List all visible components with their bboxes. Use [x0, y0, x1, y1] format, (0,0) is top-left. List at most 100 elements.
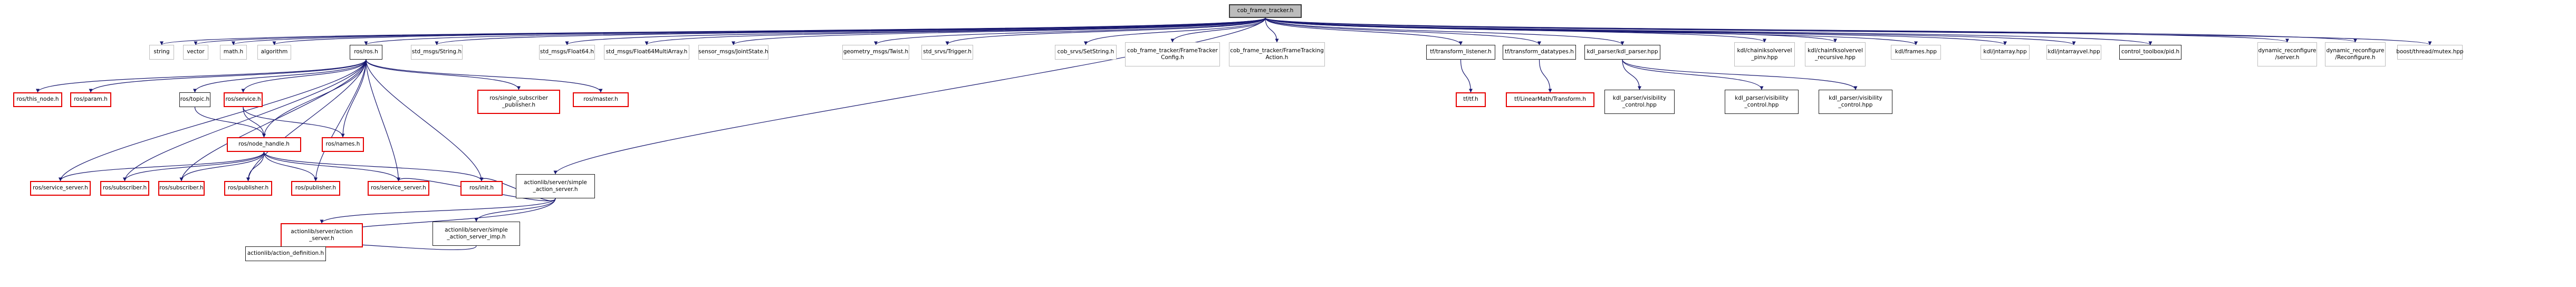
node-label: ros/subscriber.h — [102, 185, 147, 192]
node-label: dynamic_reconfigure /Reconfigure.h — [2326, 47, 2385, 61]
node-label: string — [153, 49, 170, 55]
node-label: ros/this_node.h — [16, 96, 59, 103]
node-math-h[interactable]: math.h — [220, 45, 247, 60]
include-edge — [341, 59, 367, 138]
node-ros-this-node-h[interactable]: ros/this_node.h — [13, 92, 62, 107]
node-ros-init-h[interactable]: ros/init.h — [460, 181, 503, 196]
node-string[interactable]: string — [149, 45, 174, 60]
node-ros-topic-h[interactable]: ros/topic.h — [179, 92, 210, 107]
node-boost-thread-mutex-hpp[interactable]: boost/thread/mutex.hpp — [2396, 45, 2464, 60]
node-label: ros/init.h — [469, 185, 494, 192]
node-label: ros/publisher.h — [227, 185, 269, 192]
node-ros-publisher-h[interactable]: ros/publisher.h — [291, 181, 340, 196]
node-label: geometry_msgs/Twist.h — [843, 49, 909, 55]
node-algorithm[interactable]: algorithm — [257, 45, 291, 60]
node-label: ros/topic.h — [180, 96, 210, 103]
node-label: ros/node_handle.h — [238, 141, 290, 148]
include-edge — [1622, 59, 1764, 90]
node-label: tf/transform_listener.h — [1430, 49, 1492, 55]
node-ros-names-h[interactable]: ros/names.h — [322, 137, 364, 152]
include-edge — [262, 59, 367, 138]
include-edge — [123, 59, 367, 181]
node-cob-frame-tracker-frametracker-config-h[interactable]: cob_frame_tracker/FrameTracker Config.h — [1125, 42, 1220, 66]
node-std-srvs-trigger-h[interactable]: std_srvs/Trigger.h — [921, 45, 973, 60]
node-ros-service-server-h[interactable]: ros/service_server.h — [30, 181, 91, 196]
include-edge — [366, 59, 521, 90]
node-ros-service-h[interactable]: ros/service.h — [224, 92, 263, 107]
node-label: std_srvs/Trigger.h — [923, 49, 972, 55]
node-geometry-msgs-twist-h[interactable]: geometry_msgs/Twist.h — [842, 45, 909, 60]
node-kdl-parser-visibility-control-hpp[interactable]: kdl_parser/visibility _control.hpp — [1604, 90, 1675, 114]
node-ros-publisher-h[interactable]: ros/publisher.h — [224, 181, 272, 196]
node-ros-single-subscriber-publisher-h[interactable]: ros/single_subscriber _publisher.h — [477, 90, 560, 114]
include-edge — [241, 59, 367, 93]
node-label: kdl_parser/visibility _control.hpp — [1829, 94, 1882, 108]
node-ros-master-h[interactable]: ros/master.h — [573, 92, 629, 107]
node-kdl-parser-visibility-control-hpp[interactable]: kdl_parser/visibility _control.hpp — [1725, 90, 1799, 114]
node-cob-frame-tracker-h[interactable]: cob_frame_tracker.h — [1229, 4, 1302, 18]
node-tf-transform-datatypes-h[interactable]: tf/transform_datatypes.h — [1503, 45, 1576, 60]
include-edge — [59, 151, 265, 181]
node-control-toolbox-pid-h[interactable]: control_toolbox/pid.h — [2119, 45, 2181, 60]
include-edge — [474, 198, 556, 222]
node-tf-tf-h[interactable]: tf/tf.h — [1456, 92, 1486, 107]
node-cob-srvs-setstring-h[interactable]: cob_srvs/SetString.h — [1055, 45, 1117, 60]
node-label: dynamic_reconfigure /server.h — [2258, 47, 2317, 61]
node-std-msgs-float64-h[interactable]: std_msgs/Float64.h — [539, 45, 595, 60]
include-edge — [874, 17, 1266, 45]
node-label: kdl/jntarrayvel.hpp — [2048, 49, 2100, 55]
include-edge — [123, 151, 265, 181]
include-edge — [263, 151, 400, 181]
node-label: ros/subscriber.h — [159, 185, 204, 192]
node-sensor-msgs-jointstate-h[interactable]: sensor_msgs/JointState.h — [698, 45, 768, 60]
include-edge — [243, 107, 266, 138]
node-label: actionlib/server/action _server.h — [291, 228, 353, 242]
node-kdl-jntarray-hpp[interactable]: kdl/jntarray.hpp — [1981, 45, 2030, 60]
node-label: ros/single_subscriber _publisher.h — [489, 94, 548, 108]
node-ros-service-server-h[interactable]: ros/service_server.h — [368, 181, 429, 196]
node-label: cob_frame_tracker.h — [1237, 7, 1294, 14]
node-label: ros/param.h — [74, 96, 108, 103]
node-std-msgs-string-h[interactable]: std_msgs/String.h — [411, 45, 463, 60]
node-tf-transform-listener-h[interactable]: tf/transform_listener.h — [1426, 45, 1495, 60]
node-tf-linearmath-transform-h[interactable]: tf/LinearMath/Transform.h — [1506, 92, 1594, 107]
node-ros-ros-h[interactable]: ros/ros.h — [350, 45, 382, 60]
node-kdl-jntarrayvel-hpp[interactable]: kdl/jntarrayvel.hpp — [2046, 45, 2101, 60]
node-cob-frame-tracker-frametracking-action-h[interactable]: cob_frame_tracker/FrameTracking Action.h — [1229, 42, 1325, 66]
include-edge — [366, 59, 484, 181]
node-kdl-frames-hpp[interactable]: kdl/frames.hpp — [1891, 45, 1941, 60]
node-ros-subscriber-h[interactable]: ros/subscriber.h — [100, 181, 149, 196]
node-label: control_toolbox/pid.h — [2121, 49, 2180, 55]
node-kdl-parser-visibility-control-hpp[interactable]: kdl_parser/visibility _control.hpp — [1819, 90, 1892, 114]
node-actionlib-server-action-server-h[interactable]: actionlib/server/action _server.h — [281, 223, 363, 247]
include-edge — [732, 17, 1266, 45]
node-ros-param-h[interactable]: ros/param.h — [70, 92, 111, 107]
node-ros-node-handle-h[interactable]: ros/node_handle.h — [227, 137, 301, 152]
node-label: ros/names.h — [325, 141, 360, 148]
node-dynamic-reconfigure-reconfigure-h[interactable]: dynamic_reconfigure /Reconfigure.h — [2325, 42, 2386, 66]
node-dynamic-reconfigure-server-h[interactable]: dynamic_reconfigure /server.h — [2257, 42, 2317, 66]
node-actionlib-server-simple-action-server-imp-h[interactable]: actionlib/server/simple _action_server_i… — [432, 222, 520, 246]
node-kdl-parser-kdl-parser-hpp[interactable]: kdl_parser/kdl_parser.hpp — [1584, 45, 1660, 60]
node-ros-subscriber-h[interactable]: ros/subscriber.h — [158, 181, 205, 196]
include-edge — [1460, 59, 1473, 93]
node-std-msgs-float64multiarray-h[interactable]: std_msgs/Float64MultiArray.h — [604, 45, 689, 60]
include-edge — [1265, 17, 2357, 43]
node-vector[interactable]: vector — [183, 45, 208, 60]
node-kdl-chainiksolvervel-pinv-hpp[interactable]: kdl/chainiksolvervel _pinv.hpp — [1734, 42, 1795, 66]
include-edge — [366, 59, 400, 181]
include-edge — [320, 198, 556, 224]
node-label: math.h — [223, 49, 244, 55]
include-edge — [366, 59, 603, 93]
include-edge — [246, 59, 367, 181]
node-label: cob_frame_tracker/FrameTracking Action.h — [1230, 47, 1324, 61]
node-label: cob_frame_tracker/FrameTracker Config.h — [1127, 47, 1218, 61]
node-actionlib-action-definition-h[interactable]: actionlib/action_definition.h — [245, 246, 326, 261]
node-label: std_msgs/String.h — [411, 49, 462, 55]
node-actionlib-server-simple-action-server-h[interactable]: actionlib/server/simple _action_server.h — [516, 174, 595, 198]
node-kdl-chainfksolvervel-recursive-hpp[interactable]: kdl/chainfksolvervel _recursive.hpp — [1805, 42, 1866, 66]
include-edge — [89, 59, 367, 93]
include-edge — [179, 151, 265, 181]
include-edge — [194, 107, 266, 138]
